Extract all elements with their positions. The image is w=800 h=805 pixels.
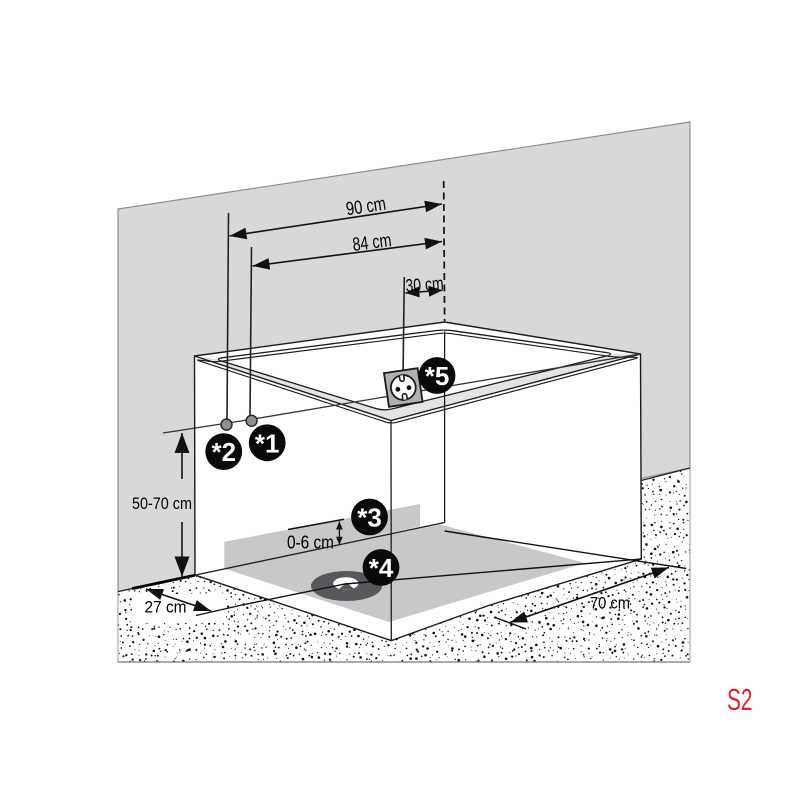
svg-text:0-6 cm: 0-6 cm (287, 533, 334, 553)
svg-text:50-70 cm: 50-70 cm (132, 495, 192, 513)
svg-text:*4: *4 (369, 553, 394, 583)
svg-text:*2: *2 (211, 437, 236, 467)
svg-text:*3: *3 (357, 503, 382, 533)
svg-text:70 cm: 70 cm (590, 594, 630, 613)
svg-text:S2: S2 (727, 682, 753, 717)
svg-text:27 cm: 27 cm (145, 598, 187, 617)
svg-text:*1: *1 (255, 428, 280, 458)
svg-text:*5: *5 (425, 361, 450, 391)
svg-text:30 cm: 30 cm (405, 273, 444, 296)
